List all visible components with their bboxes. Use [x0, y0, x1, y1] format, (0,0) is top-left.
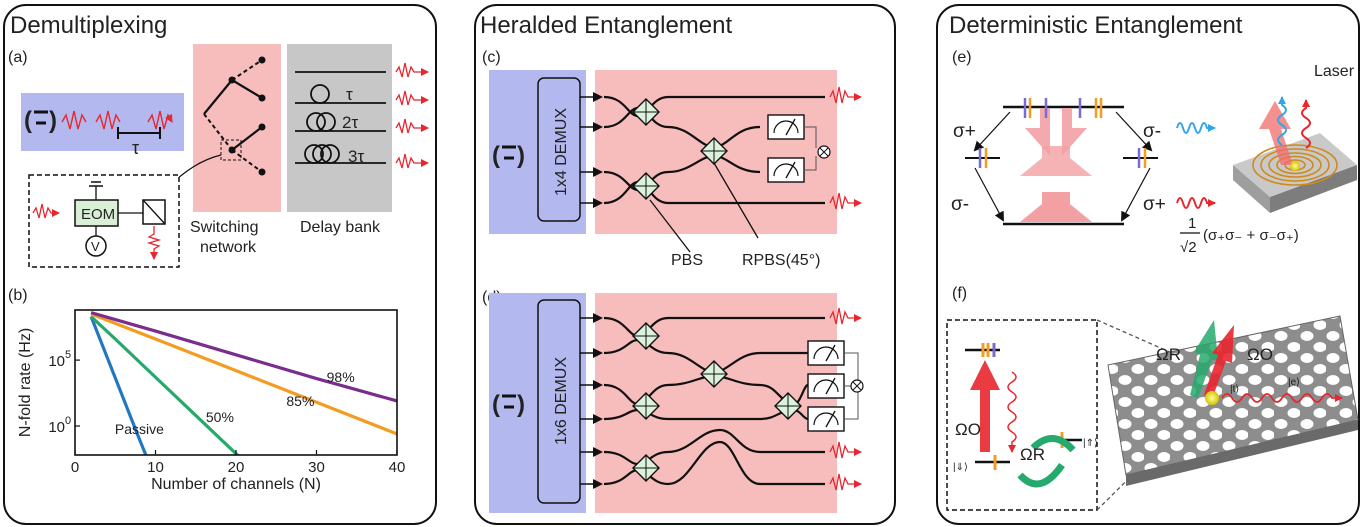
formula-numerator: 1 — [1188, 215, 1196, 232]
panel-title-demultiplexing: Demultiplexing — [10, 12, 167, 39]
formula-denominator: √2 — [1180, 239, 1197, 256]
detector-d-2 — [807, 373, 845, 399]
source-icon-d: ( ) — [492, 391, 525, 418]
demux-6-box — [537, 299, 581, 504]
source-icon: ( ) — [24, 107, 57, 134]
panel-title-deterministic: Deterministic Entanglement — [949, 12, 1243, 39]
delay-2tau: 2τ — [342, 113, 358, 132]
series-line-3 — [90, 311, 397, 403]
x-tick-label-0: 0 — [71, 459, 79, 476]
tau-label: τ — [132, 138, 139, 158]
y-axis-label: N-fold rate (Hz) — [17, 328, 34, 437]
output-pulse-d-3 — [829, 473, 862, 491]
y-tick-label-0: 10 — [48, 419, 65, 436]
label-e: (e) — [952, 49, 972, 66]
series-label-3: 98% — [327, 369, 355, 385]
y-tick-label-1: 10 — [48, 353, 65, 370]
plot-area — [89, 311, 397, 455]
detector-d-1 — [807, 340, 845, 366]
bullseye-cavity — [1233, 96, 1357, 213]
series-label-2: 85% — [286, 393, 314, 409]
svg-text:(: ( — [24, 107, 32, 134]
omega-o-label-inset: ΩO — [955, 420, 981, 439]
ket-t: |t⟩ — [1230, 384, 1239, 395]
demux-4-label: 1x4 DEMUX — [553, 108, 570, 196]
svg-text:): ) — [517, 391, 525, 418]
formula: (σ₊σ₋ + σ₋σ₊) — [1203, 227, 1299, 244]
label-a: (a) — [8, 49, 28, 66]
omega-o-label: ΩO — [1247, 345, 1273, 364]
omega-r-label-inset: ΩR — [1020, 445, 1045, 464]
x-tick-label-3: 30 — [308, 459, 325, 476]
x-tick-label-2: 20 — [228, 459, 245, 476]
output-pulse-c-1 — [829, 86, 862, 104]
switching-label-2: network — [200, 239, 257, 256]
svg-text:): ) — [49, 107, 57, 134]
svg-text:): ) — [517, 142, 525, 169]
laser-label: Laser — [1314, 63, 1355, 80]
series-line-1 — [90, 315, 240, 455]
series-label-0: Passive — [115, 421, 164, 437]
red-photon — [1176, 197, 1216, 209]
delay-lines — [295, 71, 386, 164]
source-icon-c: ( ) — [492, 142, 525, 169]
switching-tree — [203, 56, 266, 176]
label-b: (b) — [8, 287, 28, 304]
pulse-train — [61, 110, 173, 130]
sigma-minus-bottom: σ- — [951, 194, 969, 215]
pbs-label: PBS — [671, 252, 703, 269]
output-pulse-d-1 — [829, 307, 862, 325]
delay-bank-label: Delay bank — [300, 219, 381, 236]
circuit-box-d — [595, 293, 837, 513]
series-line-0 — [89, 316, 148, 455]
delay-tau: τ — [346, 85, 353, 104]
x-tick-label-4: 40 — [389, 459, 406, 476]
output-pulse-d-2 — [829, 441, 862, 459]
series-label-1: 50% — [206, 409, 234, 425]
svg-text:(: ( — [492, 142, 500, 169]
level-diagram-e — [965, 98, 1158, 226]
sigma-minus-top: σ- — [1143, 121, 1161, 142]
sigma-plus-top: σ+ — [953, 121, 976, 142]
photonic-crystal — [1107, 315, 1359, 486]
delay-3tau: 3τ — [348, 147, 364, 166]
y-tick-exp-1: 5 — [65, 349, 71, 361]
label-f: (f) — [952, 285, 967, 302]
svg-text:(: ( — [492, 391, 500, 418]
demux-4-box — [537, 77, 581, 222]
switching-network-box — [193, 44, 281, 212]
demux-6-label: 1x6 DEMUX — [553, 357, 570, 445]
y-tick-exp-0: 0 — [65, 415, 71, 427]
x-tick-label-1: 10 — [147, 459, 164, 476]
blue-photon — [1176, 122, 1216, 134]
omega-r-label: ΩR — [1156, 345, 1181, 364]
panel-title-heralded: Heralded Entanglement — [480, 12, 732, 39]
detector-c-1 — [767, 114, 805, 140]
voltage-source — [85, 235, 107, 257]
waveguides-c — [580, 86, 862, 210]
ket-up: |⇑⟩ — [1083, 438, 1098, 449]
ket-down: |⇓⟩ — [953, 462, 968, 473]
waveguides-d — [580, 307, 864, 491]
ket-e: |e⟩ — [1288, 377, 1300, 388]
detector-c-2 — [767, 157, 805, 183]
voltage-label: V — [91, 239, 100, 254]
eom-label: EOM — [81, 206, 115, 223]
detector-d-3 — [807, 406, 845, 432]
delay-bank-box — [287, 44, 392, 212]
switching-label-1: Switching — [190, 219, 258, 236]
output-pulses — [395, 62, 429, 169]
x-axis-label: Number of channels (N) — [151, 476, 321, 493]
series-line-2 — [90, 312, 397, 436]
rpbs-label: RPBS(45°) — [742, 252, 820, 269]
level-diagram-f — [965, 343, 1082, 488]
output-pulse-c-2 — [829, 192, 862, 210]
label-c: (c) — [482, 49, 501, 66]
sigma-plus-bottom: σ+ — [1143, 194, 1166, 215]
